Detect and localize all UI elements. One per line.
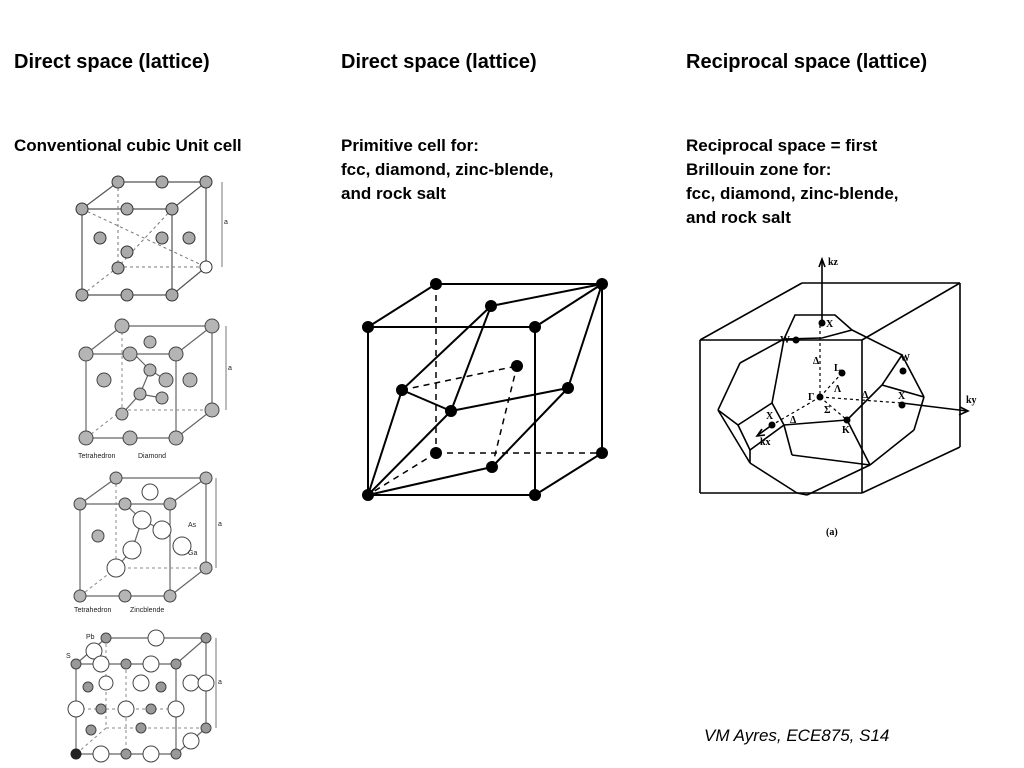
bz-point-w-right: W <box>900 353 910 364</box>
diamond-caption-diamond: Diamond <box>138 453 166 460</box>
rocksalt-atom-s: S <box>66 653 71 660</box>
column-1-subtitle: Conventional cubic Unit cell <box>14 134 242 158</box>
zincblende-atom-as: As <box>188 522 197 529</box>
bz-point-l: L <box>834 363 841 374</box>
bz-point-sigma: Σ <box>824 405 831 416</box>
subtitle-line: and rock salt <box>341 184 446 203</box>
bz-axis-ky: ky <box>966 395 977 406</box>
bz-point-x-left: X <box>766 411 774 422</box>
diamond-axis-label: a <box>228 365 232 372</box>
diamond-caption-tetrahedron: Tetrahedron <box>78 453 115 460</box>
subtitle-line: fcc, diamond, zinc-blende, <box>341 160 554 179</box>
zincblende-axis-label: a <box>218 521 222 528</box>
bz-point-delta-left: Δ <box>790 415 797 426</box>
bz-axis-kz: kz <box>828 257 839 268</box>
bz-point-delta-top: Δ <box>813 356 820 367</box>
column-3-subtitle: Reciprocal space = first Brillouin zone … <box>686 134 899 230</box>
rocksalt-cell-figure: a Pb S <box>66 629 222 763</box>
subtitle-line: Brillouin zone for: <box>686 160 832 179</box>
bz-point-lambda: Λ <box>834 384 842 395</box>
footer-credit: VM Ayres, ECE875, S14 <box>704 726 890 745</box>
column-1-heading: Direct space (lattice) <box>14 51 210 73</box>
rocksalt-axis-label: a <box>218 679 222 686</box>
bz-axis-kx: kx <box>760 437 771 448</box>
subtitle-line: Conventional cubic Unit cell <box>14 136 242 155</box>
diamond-cell-figure: a Tetrahedron Diamond <box>78 318 232 460</box>
bz-point-delta-right: Δ <box>862 390 869 401</box>
subtitle-line: Primitive cell for: <box>341 136 479 155</box>
subtitle-line: Reciprocal space = first <box>686 136 878 155</box>
primitive-cell-figure <box>362 278 608 501</box>
bz-point-w-left: W <box>780 335 790 346</box>
bz-point-x-right: X <box>898 391 906 402</box>
fcc-conventional-cell-figure: a <box>75 175 228 302</box>
fcc-axis-label: a <box>224 219 228 226</box>
bz-point-gamma: Γ <box>808 392 814 403</box>
zincblende-caption-tetrahedron: Tetrahedron <box>74 607 111 614</box>
column-2-subtitle: Primitive cell for: fcc, diamond, zinc-b… <box>341 134 554 206</box>
subtitle-line: and rock salt <box>686 208 791 227</box>
column-2-heading: Direct space (lattice) <box>341 51 537 73</box>
bz-point-x-top: X <box>826 319 834 330</box>
brillouin-zone-figure: kz ky kx X W W L Γ Δ Λ Δ X Δ Σ K X (a) <box>699 256 977 538</box>
bz-point-k: K <box>842 425 850 436</box>
zincblende-cell-figure: a As Ga Tetrahedron Zincblende <box>73 471 222 614</box>
column-3-heading: Reciprocal space (lattice) <box>686 51 928 73</box>
rocksalt-atom-pb: Pb <box>86 634 95 641</box>
zincblende-atom-ga: Ga <box>188 550 197 557</box>
subtitle-line: fcc, diamond, zinc-blende, <box>686 184 899 203</box>
bz-caption: (a) <box>826 527 838 538</box>
zincblende-caption-zincblende: Zincblende <box>130 607 164 614</box>
